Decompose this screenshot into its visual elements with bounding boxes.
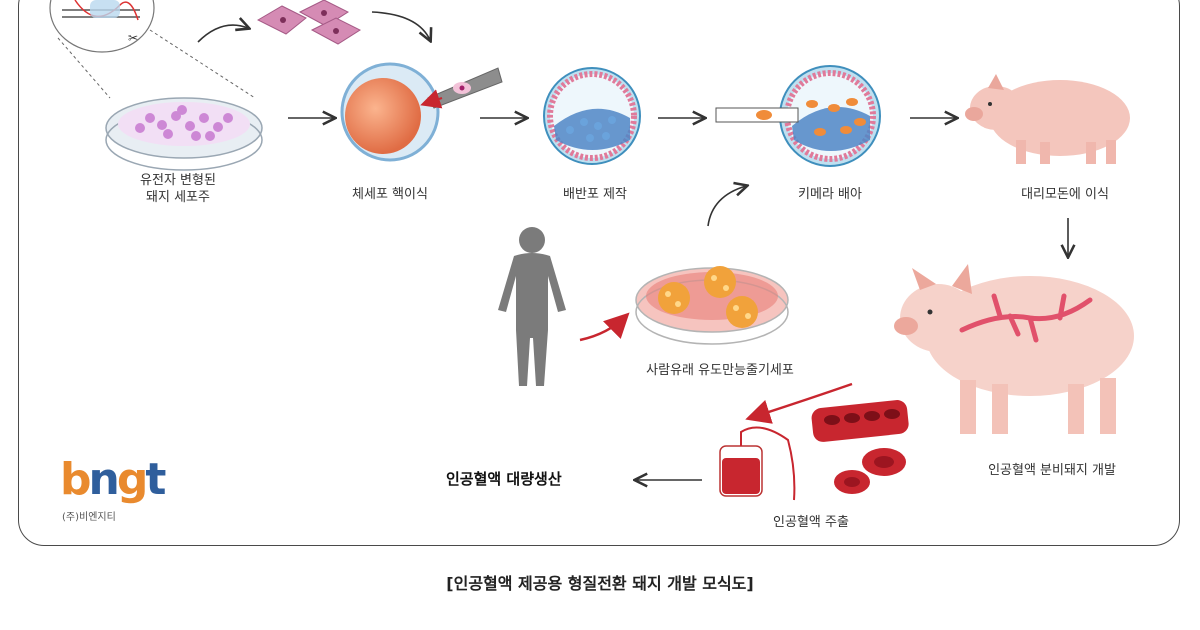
label-surrogate: 대리모돈에 이식 xyxy=(1021,187,1109,202)
label-cell-line: 유전자 변형된 돼지 세포주 xyxy=(140,173,216,205)
chimeric-embryo-icon xyxy=(715,65,881,167)
label-pig-development: 인공혈액 분비돼지 개발 xyxy=(988,463,1116,478)
pig-somatic-cells-icon xyxy=(256,0,362,45)
label-ipsc: 사람유래 유도만능줄기세포 xyxy=(646,363,794,378)
label-nuclear-transfer: 체세포 핵이식 xyxy=(352,187,428,202)
label-extraction: 인공혈액 주출 xyxy=(773,515,849,530)
label-chimera: 키메라 배아 xyxy=(798,187,862,202)
figure-caption: [인공혈액 제공용 형질전환 돼지 개발 모식도] xyxy=(446,574,754,593)
human-silhouette-icon xyxy=(498,227,566,386)
blastocyst-icon xyxy=(543,67,641,165)
logo-subtitle: (주)비엔지티 xyxy=(62,512,116,523)
svg-text:✂: ✂ xyxy=(128,31,138,45)
oocyte-nuclear-transfer-icon xyxy=(340,62,503,162)
petri-dish-icon xyxy=(105,97,263,171)
label-blastocyst: 배반포 제작 xyxy=(563,187,627,202)
ipsc-dish-icon xyxy=(635,266,789,345)
label-mass-production: 인공혈액 대량생산 xyxy=(446,470,562,488)
blood-bag-icon xyxy=(719,426,796,501)
gene-editing-inset: ✂ xyxy=(49,0,256,99)
blood-vessel-icon xyxy=(811,400,909,494)
blood-producing-pig-icon xyxy=(894,264,1134,434)
surrogate-pig-icon xyxy=(965,74,1130,164)
company-logo: bngt (주)비엔지티 xyxy=(60,454,180,524)
logo-wordmark: bngt xyxy=(60,454,166,505)
